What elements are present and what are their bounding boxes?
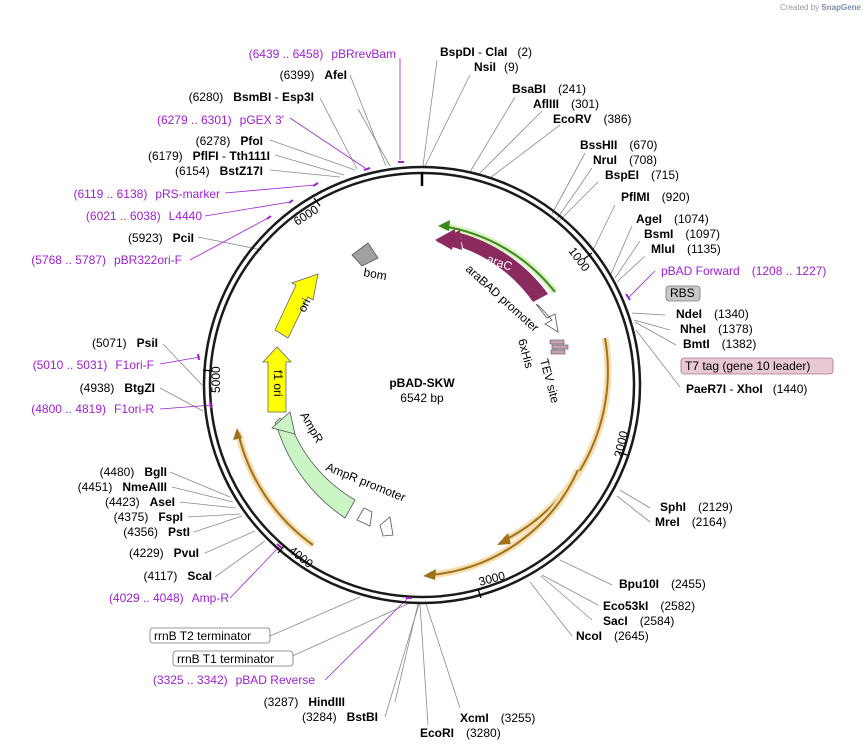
rbs-label: RBS — [670, 286, 695, 300]
rrnB-T1-box: rrnB T1 terminator — [172, 650, 294, 667]
ori-label: ori — [295, 296, 313, 314]
AmpR-label: AmpR — [297, 410, 326, 446]
bom-label: bom — [362, 265, 387, 283]
enzyme-label: (4375)FspI — [114, 510, 183, 524]
primer-labels: (6439 .. 6458)pBRrevBam (6279 .. 6301)pG… — [31, 47, 826, 687]
enzyme-label: (4117)ScaI — [144, 569, 212, 583]
enzyme-label: BsaBI(241) — [512, 82, 586, 96]
his-tag-label: 6xHis — [515, 337, 536, 370]
enzyme-label: (6399)AfeI — [280, 68, 347, 82]
watermark-prefix: Created by — [780, 3, 820, 12]
small-feature-boxes — [549, 339, 569, 355]
enzyme-label: BspDI - ClaI(2) — [440, 45, 532, 59]
enzyme-label: NcoI(2645) — [576, 629, 649, 643]
AmpR-promoter-arrow-2 — [379, 516, 394, 537]
primer-label: (4029 .. 4048)Amp-R — [109, 591, 229, 605]
araC-head — [437, 230, 462, 250]
TEV-site-label: TEV site — [537, 357, 562, 405]
enzyme-label: (4938)BtgZI — [80, 381, 155, 395]
enzyme-label: (5071)PsiI — [92, 336, 158, 350]
enzyme-label: Eco53kI(2582) — [603, 599, 695, 613]
orf-arrows — [233, 220, 612, 580]
plasmid-name: pBAD-SKW — [389, 376, 455, 390]
enzyme-label: (4356)PstI — [123, 525, 190, 539]
enzyme-label: (3287)HindIII — [264, 695, 345, 709]
tick-label-1000: 1000 — [566, 244, 593, 274]
araBAD-promoter-label: araBAD promoter — [463, 262, 542, 335]
primer-label: (3325 .. 3342)pBAD Reverse — [153, 673, 315, 687]
enzyme-label: (3284)BstBI — [302, 710, 378, 724]
enzyme-label: (6154)BstZ17I — [175, 164, 263, 178]
enzyme-label: (4451)NmeAIII — [78, 480, 167, 494]
tick-label-3000: 3000 — [477, 568, 507, 589]
enzyme-label: BssHII(670) — [580, 138, 657, 152]
ori-arrow — [274, 273, 319, 339]
backbone-outer — [202, 165, 642, 605]
primer-label: (5768 .. 5787)pBR322ori-F — [31, 253, 182, 267]
rbs-box: RBS — [665, 285, 701, 302]
enzyme-label: (6179)PflFI - Tth111I — [148, 149, 270, 163]
t7-tag-box: T7 tag (gene 10 leader) — [680, 357, 834, 375]
f1-ori-arrow — [262, 346, 292, 413]
enzyme-label: (6280)BsmBI - Esp3I — [189, 90, 314, 104]
tick-label-5000: 5000 — [209, 366, 223, 393]
primer-leader-lines — [159, 58, 656, 681]
primer-label: (6439 .. 6458)pBRrevBam — [249, 47, 396, 61]
enzyme-label: NruI(708) — [593, 153, 657, 167]
enzyme-label: NheI(1378) — [680, 322, 753, 336]
enzyme-label: AgeI(1074) — [636, 212, 709, 226]
enzyme-label: (6278)PfoI — [196, 134, 263, 148]
AmpR-arrow — [274, 417, 356, 519]
primer-label: (6119 .. 6138)pRS-marker — [73, 187, 220, 201]
primer-label: (5010 .. 5031)F1ori-F — [33, 358, 154, 372]
enzyme-label: EcoRV(386) — [553, 112, 631, 126]
enzyme-label: (4480)BglI — [100, 465, 167, 479]
primer-label: (6021 .. 6038)L4440 — [86, 209, 202, 223]
AmpR-head — [271, 411, 296, 435]
primer-marks — [197, 161, 631, 599]
enzyme-label: Bpu10I(2455) — [619, 577, 706, 591]
bom-feature — [351, 242, 379, 267]
primer-label: (4800 .. 4819)F1ori-R — [31, 402, 154, 416]
primer-label: (6279 .. 6301)pGEX 3' — [157, 113, 284, 127]
enzyme-label: NsiI(9) — [474, 60, 519, 74]
rrnB-T2-label: rrnB T2 terminator — [154, 629, 251, 643]
enzyme-label: SacI(2584) — [603, 614, 674, 628]
enzyme-label: BsmI(1097) — [644, 227, 720, 241]
enzyme-label: SphI(2129) — [660, 500, 733, 514]
araBAD-promoter-arrow — [535, 303, 559, 333]
enzyme-label: EcoRI(3280) — [420, 726, 501, 740]
rrnB-T2-box: rrnB T2 terminator — [149, 627, 271, 644]
enzyme-label: (5923)PciI — [128, 231, 194, 245]
araC-arrow — [435, 229, 545, 292]
t7-tag-label: T7 tag (gene 10 leader) — [685, 359, 810, 373]
plasmid-length: 6542 bp — [400, 391, 444, 405]
primer-label: pBAD Forward(1208 .. 1227) — [661, 264, 826, 278]
enzyme-labels-left: (3287)HindIII (3284)BstBI (4117)ScaI (42… — [78, 68, 378, 724]
snapgene-watermark: Created by SnapGene — [780, 3, 861, 12]
enzyme-labels: BspDI - ClaI(2) NsiI(9) BsaBI(241) AflII… — [420, 45, 807, 740]
f1-ori-label: f1 ori — [271, 370, 285, 397]
araC-body — [460, 233, 548, 302]
enzyme-label: NdeI(1340) — [676, 307, 749, 321]
enzyme-label: AflIII(301) — [533, 97, 599, 111]
enzyme-label: PflMI(920) — [621, 190, 690, 204]
enzyme-label: PaeR7I - XhoI(1440) — [686, 382, 807, 396]
rrnB-T1-label: rrnB T1 terminator — [177, 652, 274, 666]
enzyme-label: (4229)PvuI — [129, 546, 199, 560]
enzyme-label: BspEI(715) — [605, 168, 679, 182]
enzyme-label: XcmI(3255) — [460, 711, 535, 725]
enzyme-label: MluI(1135) — [651, 242, 721, 256]
enzyme-label: MreI(2164) — [655, 515, 726, 529]
tick-marks — [202, 197, 628, 599]
tick-label-2000: 2000 — [611, 429, 631, 458]
enzyme-label: BmtI(1382) — [683, 337, 756, 351]
enzyme-label: (4423)AseI — [105, 495, 175, 509]
AmpR-promoter-arrow — [356, 507, 373, 527]
snapgene-logo: SnapGene — [821, 3, 861, 12]
